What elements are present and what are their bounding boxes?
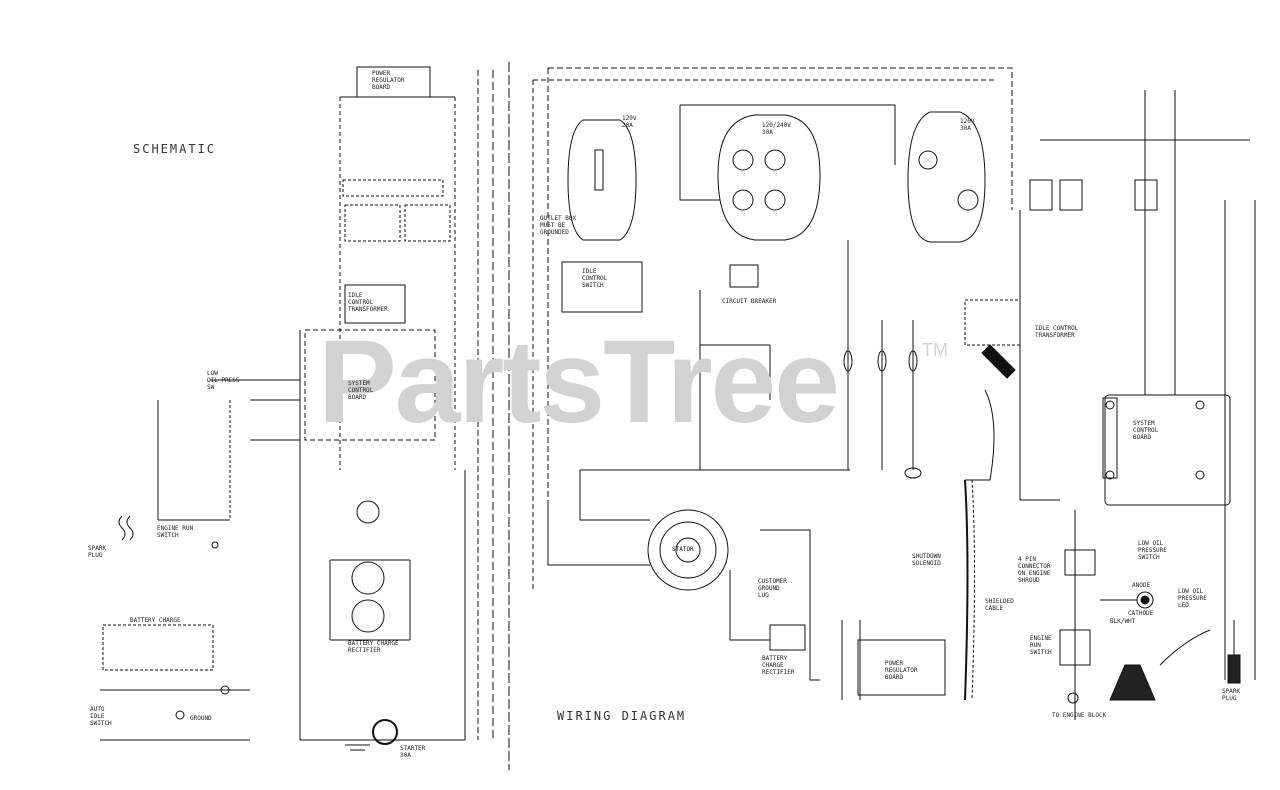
schematic-starter-motor [372, 719, 398, 745]
label-circuit-breaker: CIRCUIT BREAKER [722, 298, 777, 305]
label-system-control: SYSTEM CONTROL BOARD [348, 380, 374, 401]
schematic-section [100, 66, 466, 751]
label-stator: STATOR [672, 546, 694, 553]
receptacle-120v-30a [907, 111, 986, 243]
label-blk-wht: BLK/WHT [1110, 618, 1136, 625]
label-power-regulator-board: POWER REGULATOR BOARD [885, 660, 918, 681]
schematic-stator-winding-3 [351, 599, 385, 633]
label-receptacle-120v-30a: 120V 30A [960, 118, 975, 132]
label-four-pin-connector: 4 PIN CONNECTOR ON ENGINE SHROUD [1018, 556, 1051, 584]
label-idle-control: IDLE CONTROL TRANSFORMER [348, 292, 388, 313]
battery-charge-block [102, 624, 214, 671]
label-shielded-cable: SHIELDED CABLE [985, 598, 1014, 612]
label-shutdown-solenoid: SHUTDOWN SOLENOID [912, 553, 941, 567]
label-battery-charge-rect: BATTERY CHARGE RECTIFIER [348, 640, 399, 654]
label-engine-run: ENGINE RUN SWITCH [157, 525, 194, 539]
schematic-stator-winding-1 [356, 500, 380, 524]
label-auto-idle: AUTO IDLE SWITCH [90, 706, 112, 727]
receptacle-120v-20a [567, 119, 637, 241]
watermark: PartsTree [318, 316, 840, 448]
label-starter: STARTER 30A [400, 745, 426, 759]
label-receptacle-240v-30a: 120/240V 30A [762, 122, 791, 136]
label-anode: ANODE [1132, 582, 1151, 589]
shutdown-solenoid [981, 344, 1016, 379]
system-control-block [304, 329, 436, 441]
idle-control-transformer [344, 284, 406, 324]
label-outlet-box: OUTLET BOX MUST BE GROUNDED [540, 215, 577, 236]
label-idle-control-transformer: IDLE CONTROL TRANSFORMER [1035, 325, 1079, 339]
label-cathode: CATHODE [1128, 610, 1154, 617]
idle-control-switch [561, 261, 643, 313]
battery-charge-rectifier [769, 624, 806, 651]
four-pin-connector [1064, 549, 1096, 576]
receptacle-240v-30a [717, 114, 821, 241]
label-engine-run-switch: ENGINE RUN SWITCH [1030, 635, 1052, 656]
label-power-regulator: POWER REGULATOR BOARD [372, 70, 405, 91]
schematic-stator-winding-2 [351, 561, 385, 595]
label-oil-pressure: LOW OIL PRESS SW [207, 370, 240, 391]
engine-run-switch [1059, 629, 1091, 666]
wiring-diagram-title: WIRING DIAGRAM [557, 709, 687, 723]
circuit-breaker [729, 264, 759, 288]
label-wiring-spark-plug: SPARK PLUG [1222, 688, 1241, 702]
label-ground: GROUND [190, 715, 212, 722]
stator-inner [659, 521, 717, 579]
oil-pressure-switch [1109, 664, 1156, 701]
label-low-oil-led: LOW OIL PRESSURE LED [1178, 588, 1207, 609]
label-battery-charge-rectifier: BATTERY CHARGE RECTIFIER [762, 655, 795, 676]
watermark-trademark: TM [922, 340, 948, 360]
label-idle-control-switch: IDLE CONTROL SWITCH [582, 268, 608, 289]
label-engine-block: TO ENGINE BLOCK [1052, 712, 1107, 719]
label-system-control-board: SYSTEM CONTROL BOARD [1133, 420, 1159, 441]
label-spark-plug: SPARK PLUG [88, 545, 107, 559]
label-oil-pressure-switch: LOW OIL PRESSURE SWITCH [1138, 540, 1167, 561]
stator-outer [647, 509, 729, 591]
wiring-section [532, 67, 1256, 720]
label-customer-ground-lug: CUSTOMER GROUND LUG [758, 578, 787, 599]
power-regulator-board [857, 639, 946, 696]
label-battery-charge: BATTERY CHARGE [130, 617, 181, 624]
system-control-board [1104, 394, 1231, 506]
spark-plug [1227, 654, 1241, 684]
label-receptacle-120v-20a: 120V 20A [622, 115, 637, 129]
schematic-title: SCHEMATIC [133, 142, 217, 156]
